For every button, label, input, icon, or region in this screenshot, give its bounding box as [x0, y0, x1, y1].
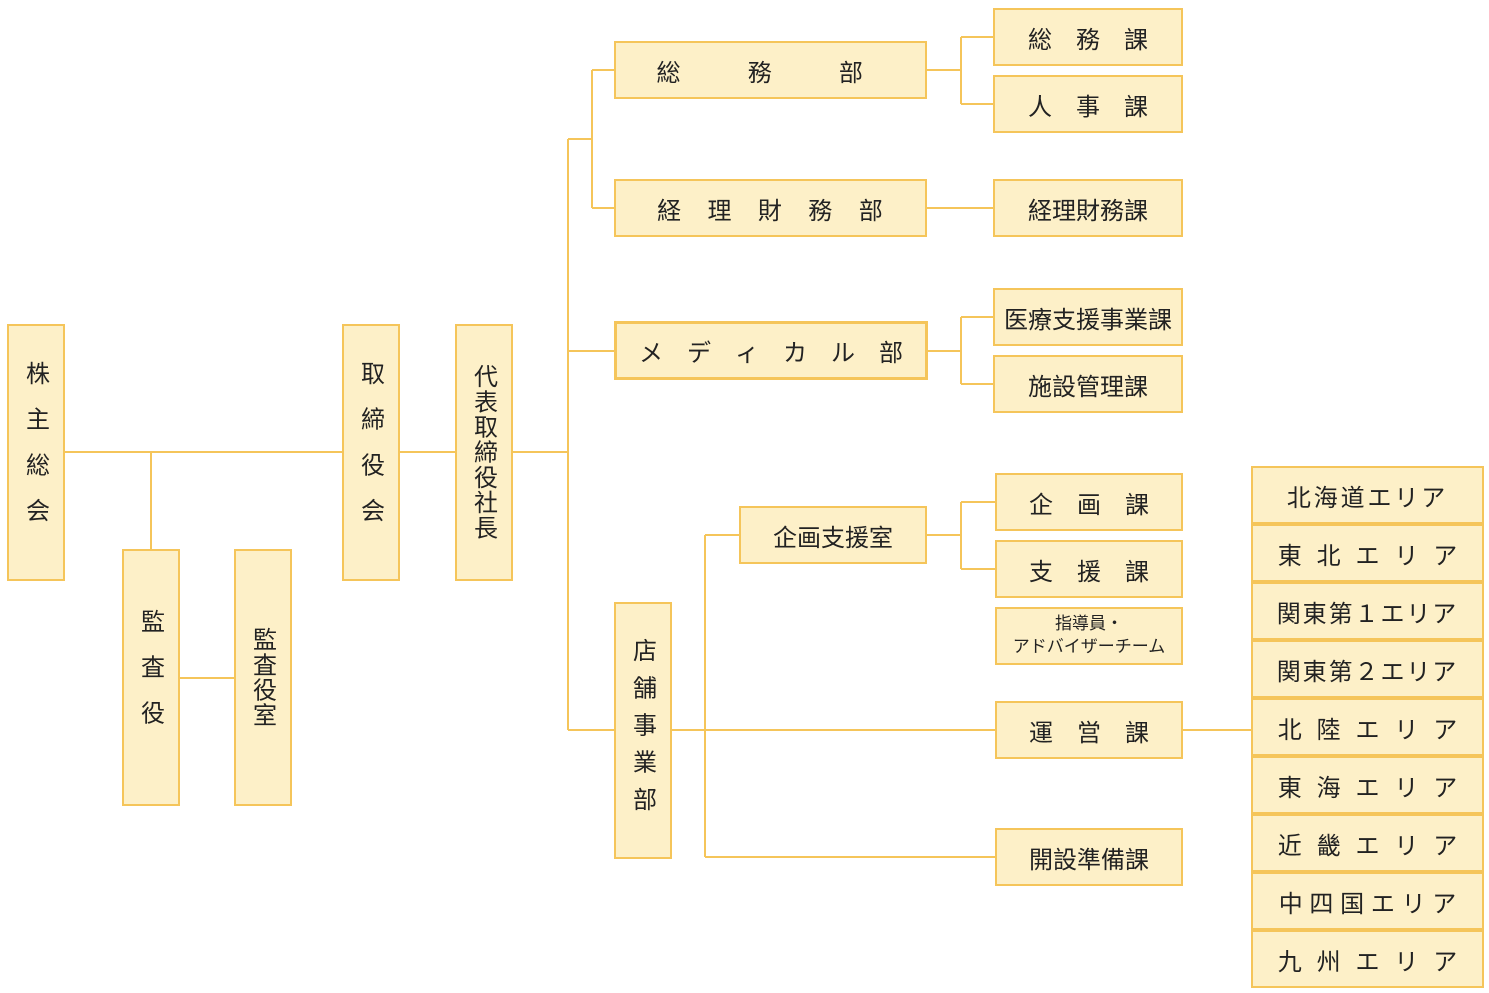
area-label: 中四国エリア [1278, 889, 1464, 918]
facility-section-label: 施設管理課 [1028, 372, 1148, 401]
support-section-label: 支 援 課 [1029, 557, 1149, 586]
area-box: 近畿エリア [1251, 814, 1484, 872]
area-label: 北陸エリア [1277, 715, 1473, 744]
audit-office-box: 監査役室 [234, 549, 292, 806]
shareholders-box: 株主総会 [7, 324, 65, 581]
support-section-box: 支 援 課 [995, 540, 1183, 598]
hr-section-label: 人 事 課 [1028, 92, 1148, 121]
area-box: 北海道エリア [1251, 466, 1484, 524]
area-label: 東海エリア [1277, 773, 1473, 802]
area-label: 関東第２エリア [1276, 657, 1459, 686]
area-label: 北海道エリア [1286, 483, 1449, 512]
general-section-box: 総 務 課 [993, 8, 1183, 66]
board-box: 取締役会 [342, 324, 400, 581]
board-label: 取締役会 [356, 361, 385, 544]
advisor-team-box: 指導員・ アドバイザーチーム [995, 607, 1183, 665]
advisor-team-label-line1: 指導員・ [1055, 614, 1123, 635]
area-label: 関東第１エリア [1276, 599, 1459, 628]
opening-prep-section-label: 開設準備課 [1029, 845, 1149, 874]
area-label: 東北エリア [1277, 541, 1473, 570]
store-business-dept-label: 店舗事業部 [628, 637, 657, 824]
president-box: 代表取締役社長 [455, 324, 513, 581]
planning-section-box: 企 画 課 [995, 473, 1183, 531]
accounting-finance-dept-label: 経 理 財 務 部 [657, 196, 884, 225]
area-box: 関東第２エリア [1251, 640, 1484, 698]
area-box: 東海エリア [1251, 756, 1484, 814]
area-box: 中四国エリア [1251, 872, 1484, 930]
store-business-dept-box: 店舗事業部 [614, 602, 672, 859]
medical-dept-label: メ デ ィ カ ル 部 [639, 339, 903, 367]
planning-support-office-box: 企画支援室 [739, 506, 927, 564]
area-box: 東北エリア [1251, 524, 1484, 582]
general-section-label: 総 務 課 [1028, 25, 1148, 54]
hr-section-box: 人 事 課 [993, 75, 1183, 133]
accounting-section-label: 経理財務課 [1028, 196, 1148, 225]
president-label: 代表取締役社長 [469, 364, 498, 541]
facility-section-box: 施設管理課 [993, 355, 1183, 413]
accounting-finance-dept-box: 経 理 財 務 部 [614, 179, 927, 237]
planning-section-label: 企 画 課 [1029, 490, 1149, 519]
shareholders-label: 株主総会 [21, 361, 50, 544]
operations-section-label: 運 営 課 [1029, 718, 1149, 747]
area-box: 北陸エリア [1251, 698, 1484, 756]
area-box: 九州エリア [1251, 930, 1484, 988]
general-affairs-dept-label: 総 務 部 [656, 58, 885, 87]
general-affairs-dept-box: 総 務 部 [614, 41, 927, 99]
planning-support-office-label: 企画支援室 [773, 523, 893, 552]
area-box: 関東第１エリア [1251, 582, 1484, 640]
accounting-section-box: 経理財務課 [993, 179, 1183, 237]
medical-dept-box: メ デ ィ カ ル 部 [614, 321, 928, 380]
area-label: 九州エリア [1277, 947, 1473, 976]
opening-prep-section-box: 開設準備課 [995, 828, 1183, 886]
operations-section-box: 運 営 課 [995, 701, 1183, 759]
audit-office-label: 監査役室 [248, 627, 277, 728]
area-label: 近畿エリア [1277, 831, 1473, 860]
auditor-box: 監査役 [122, 549, 180, 806]
auditor-label: 監査役 [136, 609, 165, 746]
advisor-team-label-line2: アドバイザーチーム [1012, 637, 1166, 657]
medical-support-section-box: 医療支援事業課 [993, 288, 1183, 346]
medical-support-section-label: 医療支援事業課 [1004, 305, 1172, 334]
